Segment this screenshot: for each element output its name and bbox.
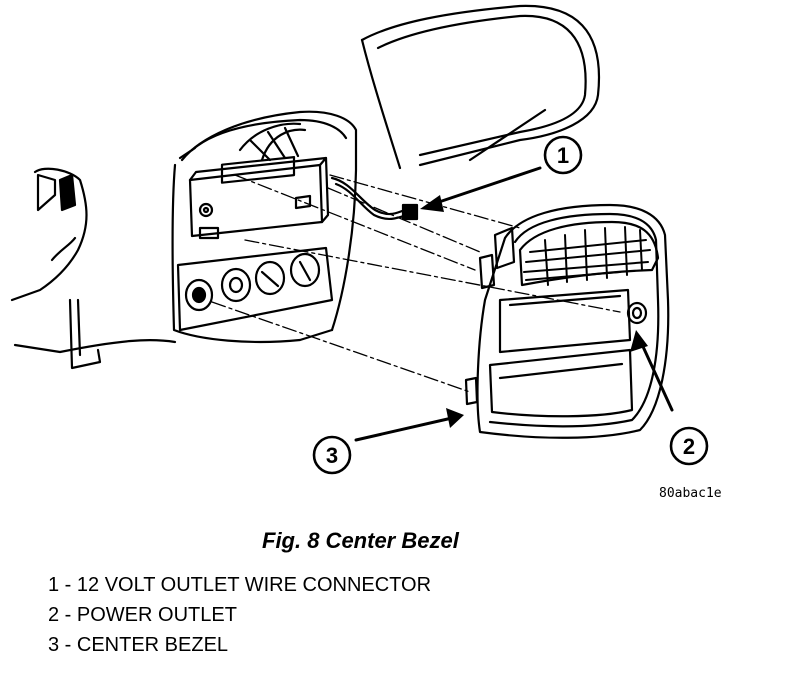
figure-caption: Fig. 8 Center Bezel	[262, 528, 459, 553]
radio-unit	[188, 155, 330, 240]
windshield-outline	[360, 4, 601, 170]
center-bezel	[464, 203, 670, 439]
arrow-head-2	[630, 330, 648, 352]
leader-arrows	[354, 166, 674, 442]
instrument-panel-housing	[171, 110, 358, 344]
callout-number-1: 1	[557, 143, 569, 168]
legend-item-3: 3 - CENTER BEZEL	[48, 634, 229, 656]
alignment-lines	[211, 174, 621, 393]
callout-number-2: 2	[683, 434, 695, 459]
callout-circle-1	[543, 135, 583, 175]
center-bezel-diagram: 1 2 3	[10, 4, 709, 475]
climate-control-panel	[176, 246, 334, 332]
arrow-head-1	[420, 195, 444, 212]
legend-item-2: 2 - POWER OUTLET	[48, 604, 237, 626]
legend-item-1: 1 - 12 VOLT OUTLET WIRE CONNECTOR	[48, 574, 432, 596]
door-panel-outline	[10, 167, 177, 370]
outlet-wire	[330, 176, 419, 221]
callout-circle-3	[312, 435, 352, 475]
arrow-head-3	[446, 408, 464, 428]
callout-circle-2	[669, 426, 709, 466]
callout-number-3: 3	[326, 443, 338, 468]
image-code: 80abac1e	[659, 486, 722, 501]
